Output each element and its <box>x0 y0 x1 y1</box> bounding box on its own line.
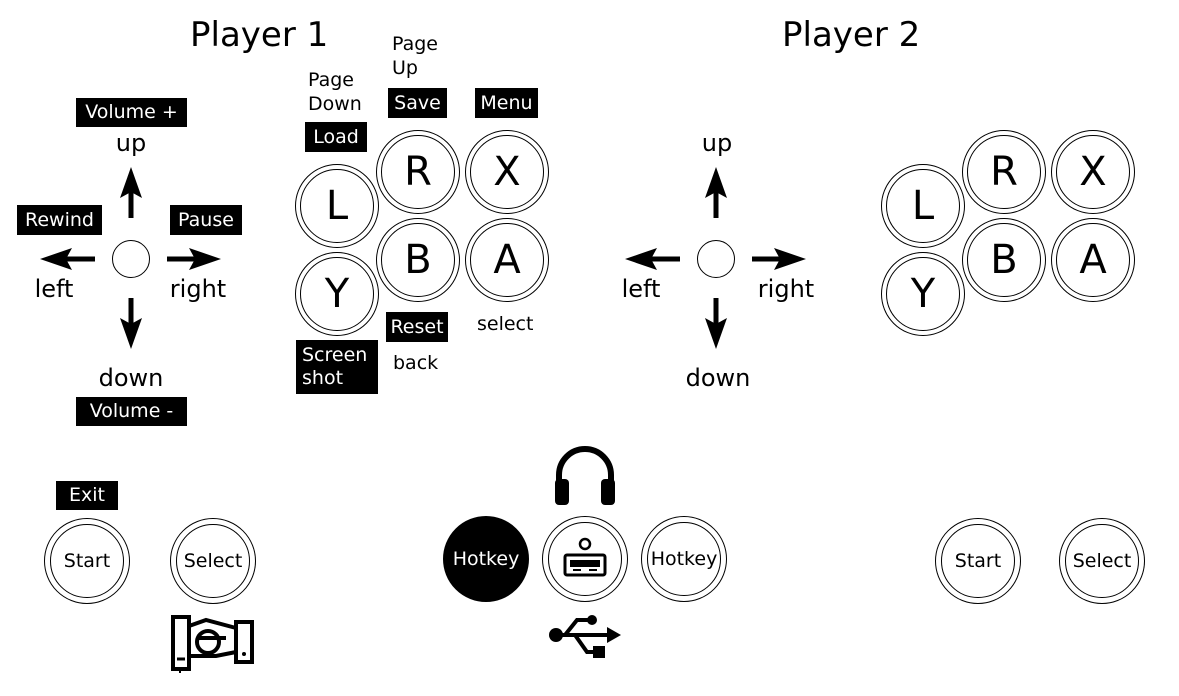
p2-button-r[interactable]: R <box>962 130 1046 214</box>
pause-tag: Pause <box>170 205 242 235</box>
dpad-p1-arrows <box>40 167 221 349</box>
p1-button-a[interactable]: A <box>465 218 549 302</box>
usb-port-inner <box>548 522 622 596</box>
p2-button-b-label: B <box>967 223 1041 297</box>
p2-button-l[interactable]: L <box>881 164 965 248</box>
p2-button-x-label: X <box>1056 135 1130 209</box>
p2-button-a[interactable]: A <box>1051 218 1135 302</box>
select-note: select <box>477 313 534 335</box>
load-tag: Load <box>305 122 367 152</box>
p1-button-x-label: X <box>470 135 544 209</box>
p2-dpad-right-label: right <box>757 275 815 303</box>
p1-button-r[interactable]: R <box>376 130 460 214</box>
p2-dpad-down-label: down <box>685 364 751 392</box>
p2-button-r-label: R <box>967 135 1041 209</box>
p2-dpad-left-label: left <box>621 275 661 303</box>
hotkey-right-label: Hotkey <box>647 522 721 596</box>
p1-select-button[interactable]: Select <box>170 518 256 604</box>
dpad-left-label: left <box>34 275 74 303</box>
player1-title: Player 1 <box>190 15 329 55</box>
p2-button-a-label: A <box>1056 223 1130 297</box>
p2-button-x[interactable]: X <box>1051 130 1135 214</box>
p2-button-l-label: L <box>886 169 960 243</box>
p2-select-button[interactable]: Select <box>1059 518 1145 604</box>
back-note: back <box>393 352 439 374</box>
p2-button-y-label: Y <box>886 257 960 331</box>
arrow-right-icon <box>752 248 806 270</box>
usb-port-button[interactable] <box>542 516 628 602</box>
p1-button-b-label: B <box>381 223 455 297</box>
usb-symbol-icon <box>549 615 621 658</box>
arrow-left-icon <box>40 248 95 270</box>
save-tag: Save <box>388 88 447 118</box>
reset-tag: Reset <box>386 312 448 342</box>
p1-button-x[interactable]: X <box>465 130 549 214</box>
p1-select-label: Select <box>176 524 250 598</box>
p1-button-y-label: Y <box>300 257 374 331</box>
p1-start-button[interactable]: Start <box>44 518 130 604</box>
p1-button-y[interactable]: Y <box>295 252 379 336</box>
arrow-up-icon <box>120 167 142 218</box>
p2-dpad-up-label: up <box>701 129 733 157</box>
p1-button-l-label: L <box>300 169 374 243</box>
p2-start-button[interactable]: Start <box>935 518 1021 604</box>
usb-port-icon <box>563 537 607 577</box>
page-down-note: Page Down <box>308 69 362 115</box>
p2-button-b[interactable]: B <box>962 218 1046 302</box>
p1-button-r-label: R <box>381 135 455 209</box>
p2-select-label: Select <box>1065 524 1139 598</box>
volume-up-tag: Volume + <box>76 98 187 127</box>
arrow-down-icon <box>705 298 727 349</box>
dpad-down-label: down <box>98 364 164 392</box>
hotkey-left-label: Hotkey <box>449 522 523 596</box>
page-up-note: Page Up <box>392 33 438 79</box>
menu-tag: Menu <box>475 88 538 118</box>
p1-start-label: Start <box>50 524 124 598</box>
arrow-down-icon <box>120 298 142 349</box>
dpad-p2-arrows <box>625 167 806 349</box>
headphones-icon <box>555 446 615 505</box>
p2-dpad-center[interactable] <box>697 240 735 278</box>
screenshot-tag: Screen shot <box>296 340 378 394</box>
p1-button-a-label: A <box>470 223 544 297</box>
player2-title: Player 2 <box>782 15 921 55</box>
p2-start-label: Start <box>941 524 1015 598</box>
arrow-right-icon <box>167 248 221 270</box>
p1-button-l[interactable]: L <box>295 164 379 248</box>
dpad-right-label: right <box>169 275 227 303</box>
hotkey-left-button[interactable]: Hotkey <box>443 516 529 602</box>
dpad-up-label: up <box>115 129 147 157</box>
p1-button-b[interactable]: B <box>376 218 460 302</box>
rewind-tag: Rewind <box>17 205 102 235</box>
p2-button-y[interactable]: Y <box>881 252 965 336</box>
volume-down-tag: Volume - <box>76 397 187 426</box>
arrow-up-icon <box>705 167 727 218</box>
coin-insert-icon <box>171 615 254 673</box>
exit-tag: Exit <box>56 481 118 510</box>
dpad-center[interactable] <box>112 240 150 278</box>
arrow-left-icon <box>625 248 680 270</box>
hotkey-right-button[interactable]: Hotkey <box>641 516 727 602</box>
